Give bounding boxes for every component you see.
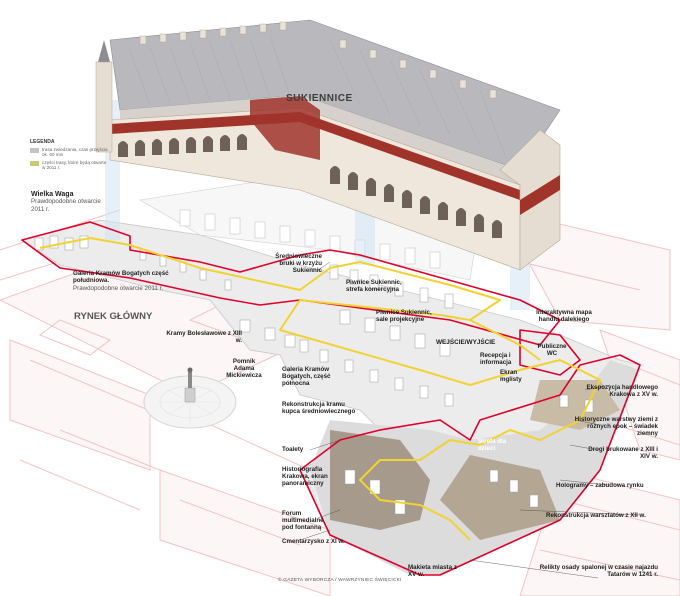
visitor-route xyxy=(39,237,601,541)
legend-item: trasa zwiedzania, czas przejścia ok. 60 … xyxy=(30,147,110,157)
label-wc: Publiczne WC xyxy=(537,343,567,358)
label-toalety: Toalety xyxy=(282,446,304,453)
label-strefa-dzieci: Strefa dla dzieci xyxy=(478,438,507,453)
label-wielka-waga: Wielka Waga Prawdopodobne otwarcie 2011 … xyxy=(31,184,101,220)
label-recepcja: Recepcja i informacja xyxy=(480,352,512,367)
label-piwnice-projekcyjne: Piwnice Sukiennic, sale projekcyjne xyxy=(376,309,432,324)
legend-item-label: trasa zwiedzania, czas przejścia ok. 60 … xyxy=(42,147,108,158)
sukiennice-building xyxy=(95,19,561,271)
label-piwnice-komercyjna: Piwnice Sukiennic, strefa komercyjna xyxy=(346,279,402,294)
legend-item: części trasy, które będą otwarte w 2011 … xyxy=(30,160,110,170)
area-outlines xyxy=(21,221,641,576)
monument-plaza-circle xyxy=(143,367,237,429)
label-makieta: Makieta miasta z XV w. xyxy=(408,564,457,579)
label-warsztaty: Rekonstrukcja warsztatów z XII w. xyxy=(546,512,646,519)
label-kramy: Kramy Bolesławowe z XIII w. xyxy=(166,330,242,345)
label-cmentarzysko: Cmentarzysko z XI w. xyxy=(282,538,345,545)
legend-swatch-route xyxy=(30,148,39,154)
label-ekspozycja: Ekspozycja handlowego Krakowa z XV w. xyxy=(586,384,658,399)
label-sredniowieczne-bruki: Średniowieczne bruki w krzyżu Sukiennic xyxy=(275,253,322,275)
building-title: SUKIENNICE xyxy=(286,93,353,104)
legend: LEGENDA trasa zwiedzania, czas przejścia… xyxy=(30,139,110,172)
label-drogi: Drogi brukowane z XIII i XIV w. xyxy=(588,446,658,461)
label-galeria-poludniowa: Galeria Kramów Bogatych część południowa… xyxy=(73,263,183,299)
label-ekran: Ekran mglisty xyxy=(500,369,522,384)
market-square-label: RYNEK GŁÓWNY xyxy=(74,311,153,322)
label-galeria-polnocna: Galeria Kramów Bogatych, część północna xyxy=(282,366,331,388)
label-rekonstrukcja-kramu: Rekonstrukcja kramu kupca średniowieczne… xyxy=(282,401,356,416)
label-hologramy: Hologramy – zabudowa rynku xyxy=(556,482,644,489)
leader-lines xyxy=(299,261,641,579)
label-forum: Forum multimedialne pod fontanną xyxy=(282,510,324,532)
label-wejscie: WEJŚCIE/WYJŚCIE xyxy=(436,339,496,346)
legend-item-label: części trasy, które będą otwarte w 2011 … xyxy=(42,159,107,170)
credit: © GAZETA WYBORCZA / WAWRZYNIEC ŚWIĘCICKI xyxy=(278,578,402,583)
legend-title: LEGENDA xyxy=(30,139,55,145)
label-galeria-poludniowa-title: Galeria Kramów Bogatych część południowa… xyxy=(73,270,169,285)
label-wielka-waga-sub: Prawdopodobne otwarcie 2011 r. xyxy=(31,198,101,213)
legend-swatch-2011 xyxy=(30,160,39,166)
label-mapa-handlu: Interaktywna mapa handlu dalekiego xyxy=(536,309,592,324)
label-relikty: Relikty osady spalonej w czasie najazdu … xyxy=(539,564,658,579)
label-warstwy: Historyczne warstwy ziemi z różnych epok… xyxy=(574,416,658,438)
label-galeria-poludniowa-sub: Prawdopodobne otwarcie 2011 r. xyxy=(73,284,164,292)
label-pomnik: Pomnik Adama Mickiewicza xyxy=(226,358,262,380)
label-historiografia: Historiografia Krakowa, ekran panoramicz… xyxy=(282,466,328,488)
label-wielka-waga-title: Wielka Waga xyxy=(31,191,74,199)
